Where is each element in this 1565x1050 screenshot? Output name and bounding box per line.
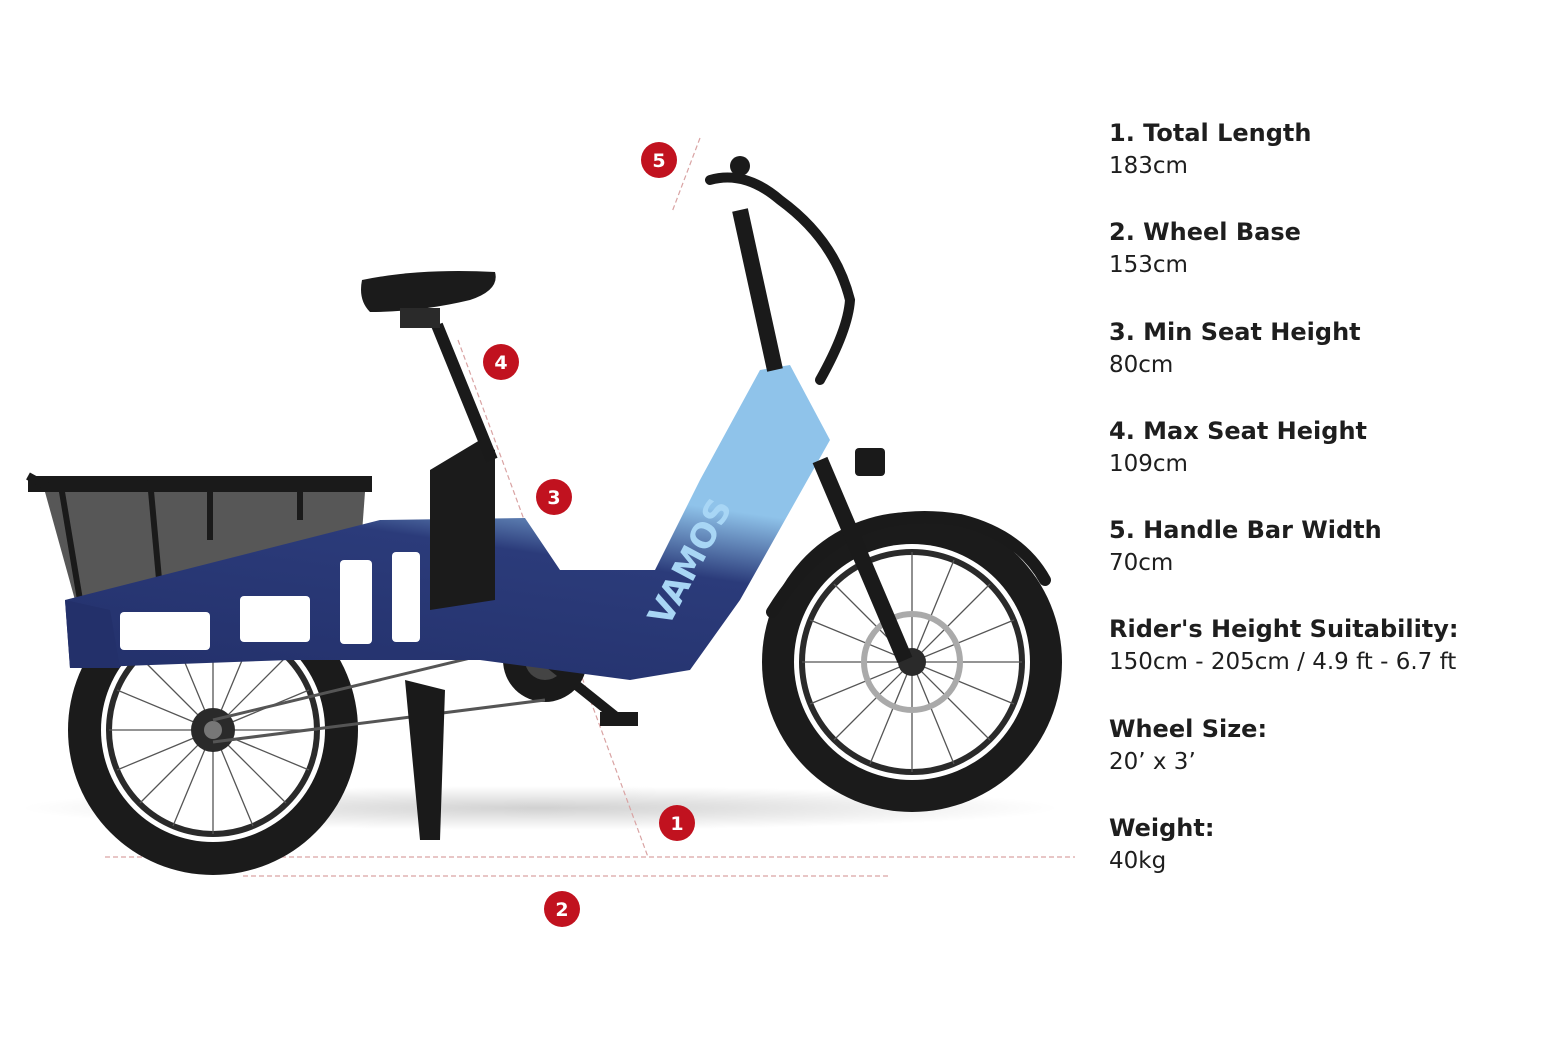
spec-min-seat-height: 3. Min Seat Height 80cm xyxy=(1109,315,1549,414)
marker-2: 2 xyxy=(544,891,580,927)
spec-label: 3. Min Seat Height xyxy=(1109,317,1361,346)
cargo-basket xyxy=(26,472,372,601)
spec-max-seat-height: 4. Max Seat Height 109cm xyxy=(1109,414,1549,513)
spec-value: 153cm xyxy=(1109,252,1188,279)
spec-wheel-size: Wheel Size: 20’ x 3’ xyxy=(1109,712,1549,811)
svg-text:5: 5 xyxy=(652,150,665,172)
svg-text:2: 2 xyxy=(555,899,568,921)
spec-weight: Weight: 40kg xyxy=(1109,811,1549,910)
spec-wheel-base: 2. Wheel Base 153cm xyxy=(1109,215,1549,314)
marker-3: 3 xyxy=(536,479,572,515)
spec-value: 80cm xyxy=(1109,351,1174,378)
spec-label: Rider's Height Suitability: xyxy=(1109,615,1459,644)
spec-label: 1. Total Length xyxy=(1109,119,1312,147)
svg-text:3: 3 xyxy=(547,487,560,509)
spec-label: 5. Handle Bar Width xyxy=(1109,516,1382,545)
spec-value: 109cm xyxy=(1109,450,1188,477)
spec-label: Weight: xyxy=(1109,814,1215,843)
spec-handle-bar-width: 5. Handle Bar Width 70cm xyxy=(1109,513,1549,612)
marker-4: 4 xyxy=(483,344,519,380)
marker-5: 5 xyxy=(641,142,677,178)
marker-1: 1 xyxy=(659,805,695,841)
seat xyxy=(361,271,498,463)
spec-value: 183cm xyxy=(1109,153,1188,179)
front-wheel xyxy=(762,512,1062,812)
spec-value: 70cm xyxy=(1109,550,1174,577)
bike-frame xyxy=(65,365,830,680)
handlebar xyxy=(705,156,856,385)
spec-value: 40kg xyxy=(1109,848,1167,875)
svg-text:4: 4 xyxy=(494,352,507,374)
spec-label: Wheel Size: xyxy=(1109,714,1268,743)
kickstand xyxy=(405,680,445,840)
spec-value: 150cm - 205cm / 4.9 ft - 6.7 ft xyxy=(1109,649,1457,676)
front-fork xyxy=(812,456,913,664)
spec-list: 1. Total Length 183cm 2. Wheel Base 153c… xyxy=(1109,116,1549,910)
spec-label: 2. Wheel Base xyxy=(1109,218,1301,247)
front-fender xyxy=(766,511,1051,618)
spec-label: 4. Max Seat Height xyxy=(1109,416,1367,445)
spec-rider-height: Rider's Height Suitability: 150cm - 205c… xyxy=(1109,612,1549,711)
headlight xyxy=(855,448,885,476)
handlebar-width-line xyxy=(671,137,701,213)
bike-diagram: VAMOS 1 2 3 4 5 xyxy=(20,137,1075,927)
svg-text:1: 1 xyxy=(670,813,683,835)
spec-total-length: 1. Total Length 183cm xyxy=(1109,116,1549,215)
spec-value: 20’ x 3’ xyxy=(1109,748,1196,775)
